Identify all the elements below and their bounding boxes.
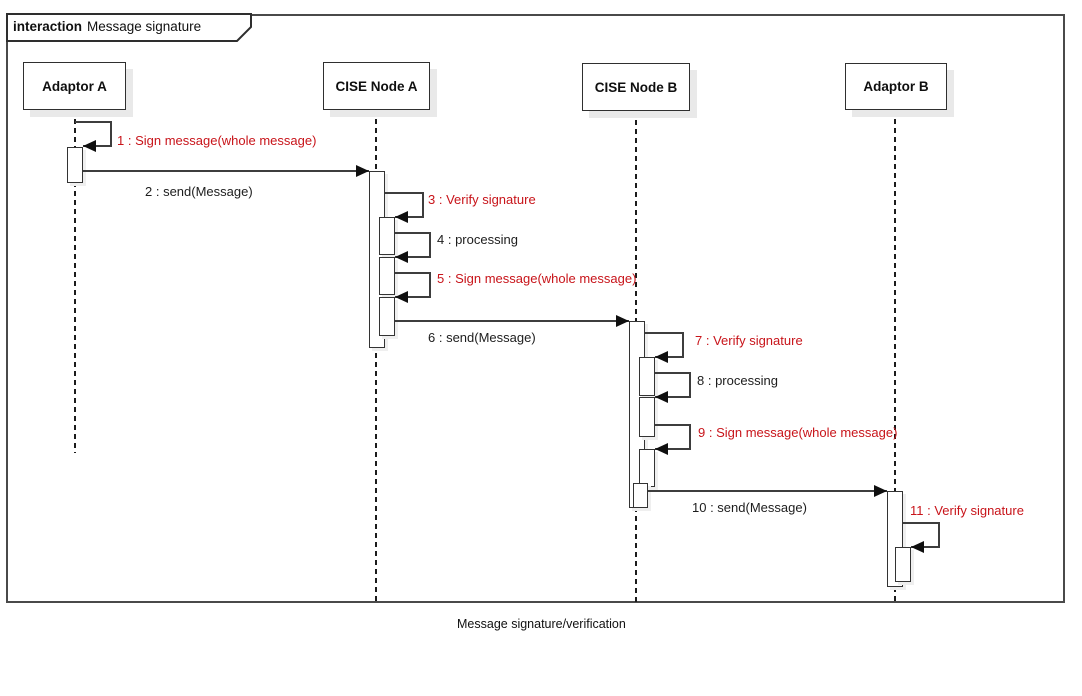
lifeline-adaptor-a — [74, 110, 76, 453]
message-3-arrowhead — [395, 211, 408, 223]
message-11-line — [903, 522, 940, 524]
message-8-line — [689, 372, 691, 398]
frame-keyword-label: interaction — [13, 19, 83, 34]
message-2-line — [83, 170, 369, 172]
participant-cise-node-a: CISE Node A — [323, 62, 430, 110]
activation-cise-node-a-1 — [379, 217, 395, 255]
activation-cise-node-b-3 — [639, 449, 655, 487]
frame-title: interaction Message signature — [13, 14, 201, 40]
interaction-frame-tab — [6, 13, 252, 42]
message-3-line — [385, 192, 424, 194]
message-3-label: 3 : Verify signature — [428, 192, 536, 207]
message-9-label: 9 : Sign message(whole message) — [698, 425, 898, 440]
lifeline-cise-node-a — [375, 110, 377, 602]
message-1-arrowhead — [83, 140, 96, 152]
message-9-line — [655, 448, 691, 450]
message-1-line — [110, 121, 112, 147]
activation-cise-node-b-1 — [639, 357, 655, 396]
message-9-line — [689, 424, 691, 450]
message-10-label: 10 : send(Message) — [692, 500, 807, 515]
message-5-line — [429, 272, 431, 298]
participant-adaptor-b: Adaptor B — [845, 63, 947, 110]
diagram-caption: Message signature/verification — [457, 617, 626, 631]
message-8-line — [655, 396, 691, 398]
message-5-label: 5 : Sign message(whole message) — [437, 271, 637, 286]
message-4-arrowhead — [395, 251, 408, 263]
message-2-arrowhead — [356, 165, 369, 177]
message-11-line — [938, 522, 940, 548]
message-1-label: 1 : Sign message(whole message) — [117, 133, 317, 148]
participant-label: CISE Node B — [594, 79, 678, 95]
message-6-arrowhead — [616, 315, 629, 327]
activation-cise-node-a-2 — [379, 257, 395, 295]
activation-cise-node-b-4 — [633, 483, 648, 508]
message-1-line — [83, 145, 112, 147]
message-1-line — [75, 121, 112, 123]
activation-adaptor-a — [67, 147, 83, 183]
message-2-label: 2 : send(Message) — [145, 184, 253, 199]
activation-adaptor-b-1 — [895, 547, 911, 582]
message-7-arrowhead — [655, 351, 668, 363]
message-7-line — [655, 356, 684, 358]
message-11-arrowhead — [911, 541, 924, 553]
message-8-arrowhead — [655, 391, 668, 403]
message-5-arrowhead — [395, 291, 408, 303]
message-5-line — [395, 272, 431, 274]
message-10-line — [648, 490, 887, 492]
message-9-line — [655, 424, 691, 426]
message-7-label: 7 : Verify signature — [695, 333, 803, 348]
message-4-label: 4 : processing — [437, 232, 518, 247]
message-3-line — [395, 216, 424, 218]
message-6-label: 6 : send(Message) — [428, 330, 536, 345]
message-7-line — [645, 332, 684, 334]
message-4-line — [395, 232, 431, 234]
interaction-frame-border — [6, 14, 1065, 603]
participant-adaptor-a: Adaptor A — [23, 62, 126, 110]
message-4-line — [395, 256, 431, 258]
message-3-line — [422, 192, 424, 218]
message-6-line — [395, 320, 629, 322]
message-11-label: 11 : Verify signature — [910, 503, 1024, 518]
message-8-line — [655, 372, 691, 374]
activation-cise-node-b-2 — [639, 397, 655, 437]
message-9-arrowhead — [655, 443, 668, 455]
participant-label: Adaptor A — [42, 78, 107, 94]
message-8-label: 8 : processing — [697, 373, 778, 388]
message-11-line — [911, 546, 940, 548]
message-4-line — [429, 232, 431, 258]
frame-name-label: Message signature — [87, 19, 202, 34]
participant-label: Adaptor B — [863, 79, 929, 94]
lifeline-adaptor-b — [894, 110, 896, 602]
participant-label: CISE Node A — [335, 78, 418, 94]
participant-cise-node-b: CISE Node B — [582, 63, 690, 111]
message-10-arrowhead — [874, 485, 887, 497]
message-7-line — [682, 332, 684, 358]
activation-cise-node-a-3 — [379, 297, 395, 336]
message-5-line — [395, 296, 431, 298]
